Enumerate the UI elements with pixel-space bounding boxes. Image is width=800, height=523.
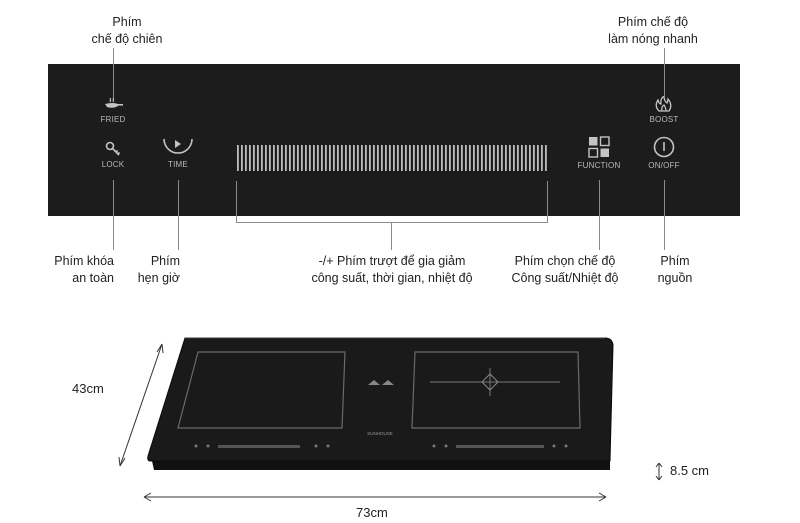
callout-function-line2: Công suất/Nhiệt độ — [511, 271, 619, 285]
leader-fried — [113, 48, 114, 98]
callout-fried-line1: Phím — [112, 15, 142, 29]
boost-button[interactable]: BOOST — [646, 96, 682, 124]
callout-slider-line1: -/+ Phím trượt để gia giảm — [318, 254, 466, 268]
key-icon — [105, 141, 121, 156]
flame-icon — [655, 96, 672, 112]
callout-function-select: Phím chọn chế độ Công suất/Nhiệt độ — [500, 253, 630, 287]
width-label: 73cm — [356, 505, 388, 520]
grid-icon — [588, 136, 610, 158]
callout-timer-line1: Phím — [150, 254, 180, 268]
callout-fried-line2: chế độ chiên — [91, 32, 163, 46]
fried-button[interactable]: FRIED — [96, 98, 130, 124]
function-button[interactable]: FUNCTION — [574, 136, 624, 170]
function-label: FUNCTION — [577, 161, 621, 170]
power-icon — [653, 136, 675, 158]
induction-hob-illustration: SUNHOUSE — [147, 337, 614, 470]
callout-slider-line2: công suất, thời gian, nhiệt độ — [311, 271, 473, 285]
callout-function-line1: Phím chọn chế độ — [514, 254, 616, 268]
slider-bracket-stem — [391, 222, 392, 250]
leader-lock — [113, 180, 114, 250]
callout-timer: Phím hẹn giờ — [130, 253, 180, 287]
depth-label: 43cm — [72, 381, 104, 396]
callout-slider: -/+ Phím trượt để gia giảm công suất, th… — [282, 253, 502, 287]
hob-brand: SUNHOUSE — [367, 431, 393, 436]
lock-button[interactable]: LOCK — [96, 141, 130, 169]
timer-icon — [163, 138, 193, 154]
lock-label: LOCK — [101, 160, 125, 169]
callout-safety-lock: Phím khóa an toàn — [30, 253, 114, 287]
slider-bracket — [236, 181, 548, 223]
boost-label: BOOST — [649, 115, 679, 124]
callout-boost-line1: Phím chế độ — [617, 15, 689, 29]
onoff-label: ON/OFF — [648, 161, 680, 170]
leader-time — [178, 180, 179, 250]
power-button[interactable]: ON/OFF — [646, 136, 682, 170]
leader-power — [664, 180, 665, 250]
time-button[interactable]: TIME — [160, 137, 196, 169]
slider-ticks — [237, 145, 547, 171]
callout-power-line1: Phím — [660, 254, 690, 268]
callout-power-line2: nguồn — [657, 271, 693, 285]
leader-boost — [664, 48, 665, 96]
height-label: 8.5 cm — [670, 463, 710, 478]
callout-lock-line1: Phím khóa — [54, 254, 114, 268]
fried-label: FRIED — [100, 115, 126, 124]
callout-fried-mode: Phím chế độ chiên — [72, 14, 182, 48]
callout-timer-line2: hẹn giờ — [137, 271, 180, 285]
time-label: TIME — [168, 160, 188, 169]
callout-boost-mode: Phím chế độ làm nóng nhanh — [588, 14, 718, 48]
frying-pan-icon — [105, 98, 123, 108]
callout-boost-line2: làm nóng nhanh — [608, 32, 698, 46]
callout-power: Phím nguồn — [645, 253, 705, 287]
power-slider[interactable] — [236, 145, 548, 171]
callout-lock-line2: an toàn — [72, 271, 114, 285]
leader-function — [599, 180, 600, 250]
